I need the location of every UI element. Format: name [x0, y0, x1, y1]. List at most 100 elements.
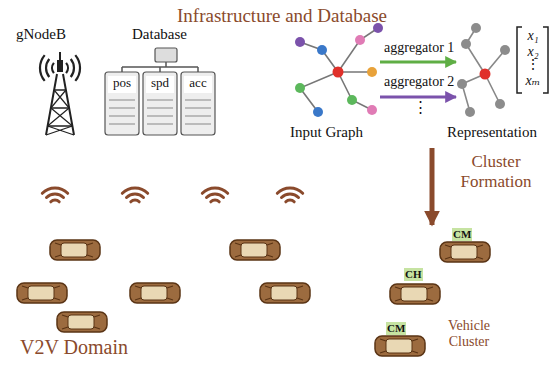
graph-node	[461, 39, 471, 49]
text-holder: x₁	[520, 28, 546, 44]
graph-label: Representation	[447, 124, 537, 141]
car	[375, 336, 425, 356]
graph-node	[500, 45, 510, 55]
road-fill	[3, 225, 555, 389]
representation-graph	[457, 23, 510, 117]
text-holder: acc	[181, 76, 215, 91]
vector-entry: xₘ	[520, 73, 546, 89]
graph-node	[313, 107, 323, 117]
ellipsis: ⋮	[408, 99, 432, 116]
text-holder: aggregator 1	[384, 40, 454, 56]
car	[230, 240, 280, 260]
vector-entry: ⋮	[520, 57, 546, 73]
v2v-domain-panel: V2V Domain Vehicle Cluster	[3, 225, 555, 389]
database-icon	[105, 48, 215, 135]
car	[57, 312, 107, 332]
server-head	[155, 48, 177, 62]
car	[440, 242, 490, 262]
node-title: V2V Domain	[20, 336, 128, 359]
vector-entry: x₁	[520, 28, 546, 44]
car	[390, 284, 440, 304]
car	[50, 240, 100, 260]
text-holder: Database	[132, 26, 187, 43]
server-label: acc	[181, 76, 215, 91]
wireless-symbols	[42, 188, 302, 202]
car	[260, 283, 310, 303]
graph-node	[465, 107, 475, 117]
wifi-symbol	[122, 188, 147, 202]
role-label: CM	[386, 322, 406, 335]
graph-node	[295, 83, 305, 93]
car	[130, 283, 180, 303]
text-holder: Cluster Formation	[446, 152, 546, 191]
text-holder: CM	[452, 228, 472, 241]
text-holder: Input Graph	[290, 124, 363, 141]
car	[17, 283, 67, 303]
text-holder: Infrastructure and Database	[3, 5, 558, 27]
text-holder: ⋮	[408, 99, 432, 116]
server-label: spd	[143, 76, 177, 91]
text-holder: CM	[386, 322, 406, 335]
aggregator-label: aggregator 2	[384, 74, 454, 90]
graph-edges	[462, 28, 505, 112]
wifi-symbol	[277, 188, 302, 202]
graph-node	[457, 79, 467, 89]
graph-node	[347, 95, 357, 105]
radio-waves	[66, 55, 80, 81]
graph-node	[367, 105, 377, 115]
text-holder: Representation	[447, 124, 537, 141]
graph-node	[480, 69, 491, 80]
tower-antenna	[57, 60, 63, 72]
graph-node	[367, 67, 377, 77]
graph-node	[317, 45, 327, 55]
role-label: CM	[452, 228, 472, 241]
graph-node	[333, 67, 344, 78]
tower-mast	[59, 52, 61, 60]
text-holder: xₘ	[520, 73, 546, 89]
input-graph	[295, 23, 383, 117]
vehicle-cluster-circle: Vehicle Cluster	[355, 225, 519, 389]
text-holder: gNodeB	[16, 26, 66, 43]
tower-braces	[46, 90, 74, 135]
station-label: gNodeB	[16, 26, 66, 43]
graph-node	[471, 23, 481, 33]
graph-node	[495, 99, 505, 109]
server-label: pos	[105, 76, 139, 91]
text-holder: pos	[105, 76, 139, 91]
vector-bracket	[517, 27, 548, 93]
lane-markings	[20, 272, 540, 314]
wifi-symbol	[202, 188, 227, 202]
dashed-circle	[357, 227, 518, 388]
edge-label: Cluster Formation	[446, 152, 546, 191]
graph-label: Input Graph	[290, 124, 363, 141]
server	[181, 72, 215, 135]
server-stripes	[109, 100, 211, 124]
text-holder: CH	[404, 268, 423, 281]
graph-node	[295, 37, 305, 47]
role-label: CH	[404, 268, 423, 281]
graph-edges	[300, 28, 378, 112]
server	[143, 72, 177, 135]
database-label: Database	[132, 26, 187, 43]
node-title: Vehicle Cluster	[435, 318, 503, 350]
chevron	[252, 66, 286, 110]
aggregator-label: aggregator 1	[384, 40, 454, 56]
cluster-arrow	[430, 148, 435, 225]
text-holder: spd	[143, 76, 177, 91]
aggregator-arrow	[380, 96, 456, 99]
cluster-outline	[355, 225, 519, 389]
text-holder: ⋮	[520, 57, 546, 73]
tower-icon	[40, 52, 80, 135]
wifi-symbol	[42, 188, 67, 202]
aggregator-arrow	[380, 61, 456, 64]
graph-node	[355, 35, 365, 45]
node-title: Infrastructure and Database	[3, 5, 558, 27]
text-holder: aggregator 2	[384, 74, 454, 90]
radio-waves	[40, 55, 54, 81]
text-holder: Vehicle Cluster	[435, 318, 503, 350]
server	[105, 72, 139, 135]
text-holder: V2V Domain	[20, 336, 128, 359]
tower-legs	[46, 74, 74, 135]
server-links	[122, 62, 198, 72]
